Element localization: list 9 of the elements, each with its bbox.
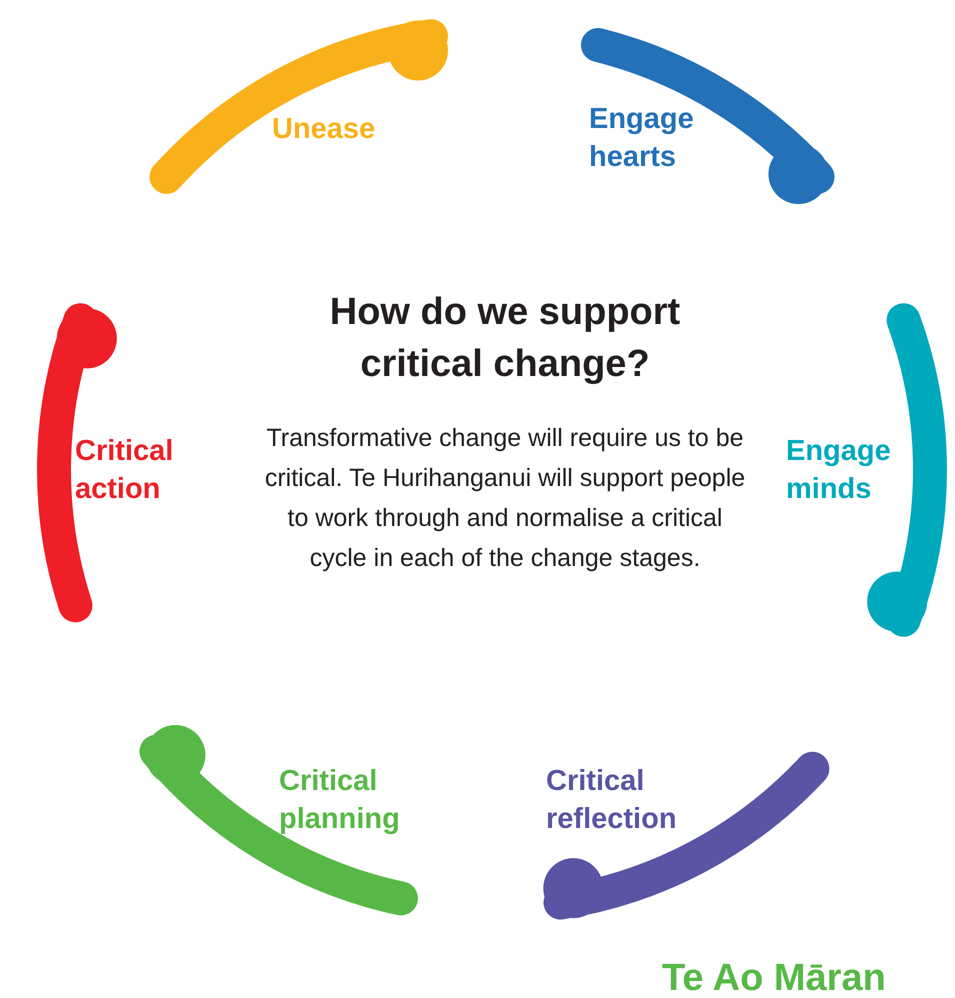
stage-label: Critical reflection [546,762,736,838]
stage-label: Critical planning [279,762,449,838]
title: How do we support critical change? [328,290,682,387]
body-text: Transformative change will require us to be critical. Te Hurihanganui will support people to work through and normalise a critical cycle in each of the change stages. [264,423,746,574]
stage-label: Unease [272,110,432,148]
stage-label: Critical action [75,432,225,508]
stage-label: Engage minds [786,432,936,508]
footer-heading: Te Ao Māran [662,956,886,998]
stage-label: Engage hearts [589,100,749,176]
